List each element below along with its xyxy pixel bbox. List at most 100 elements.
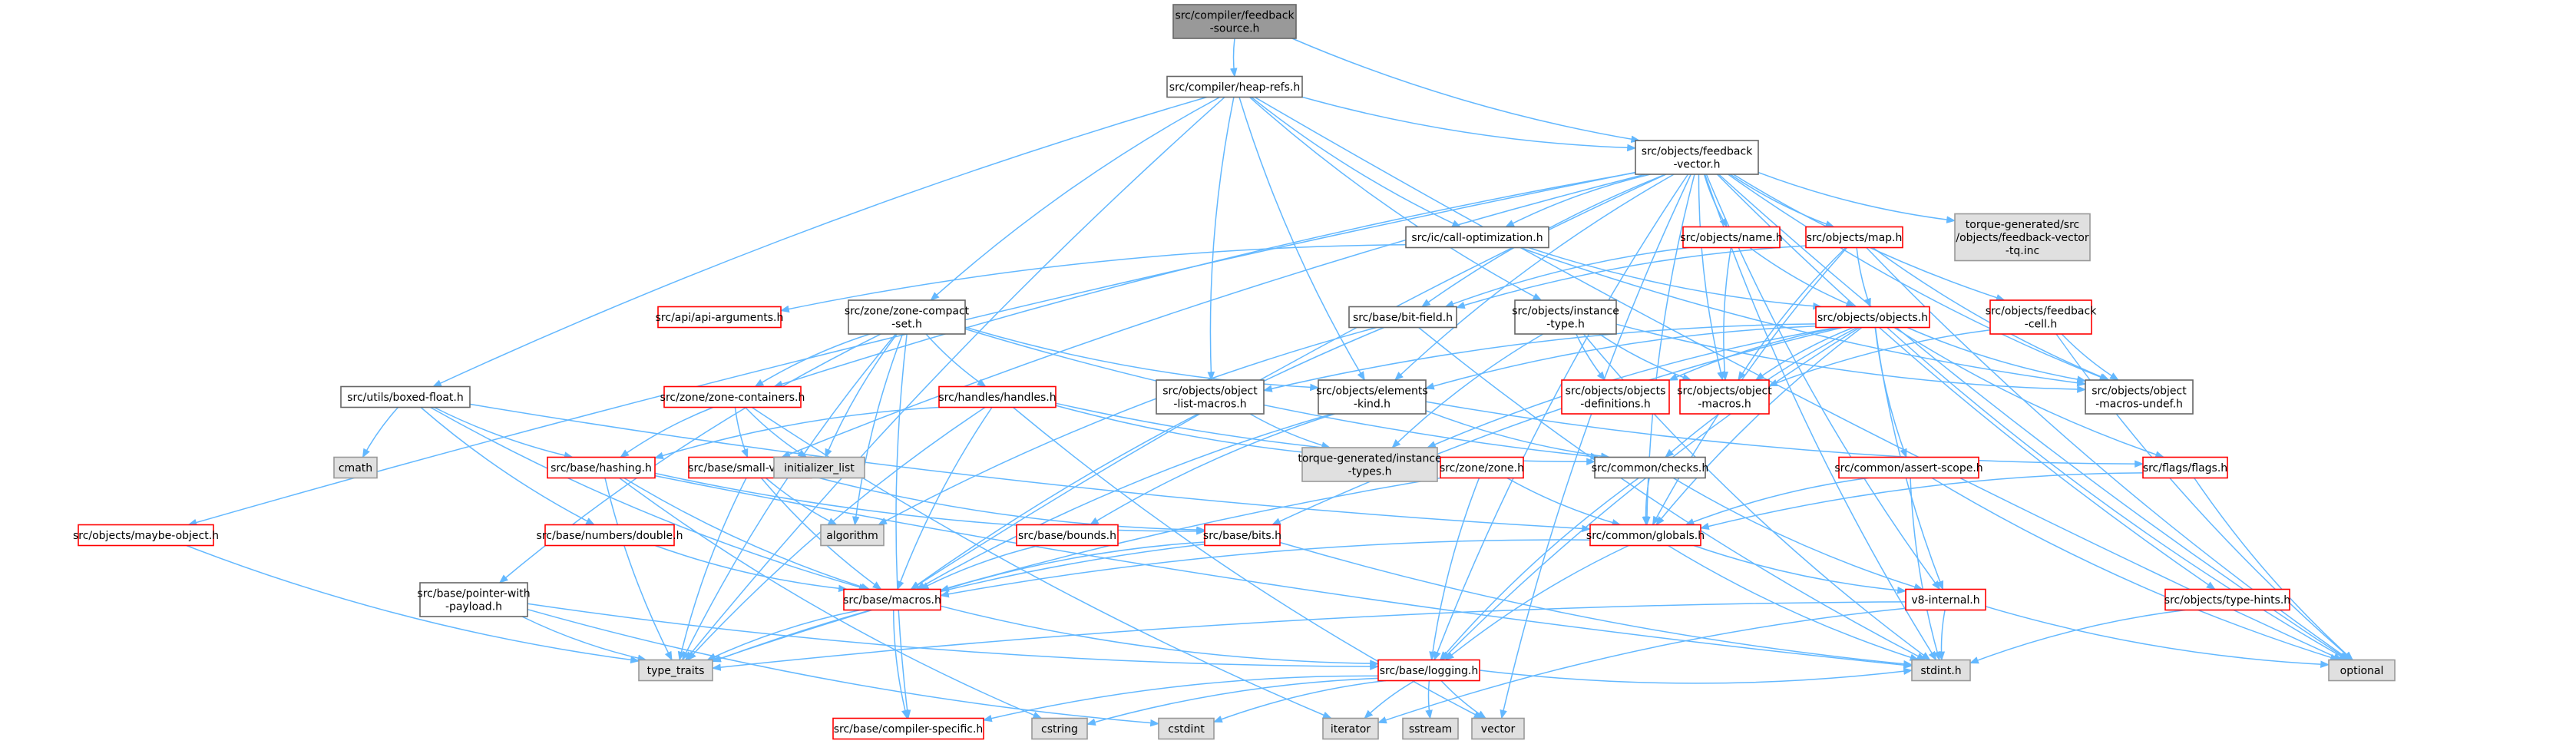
- node-fbcell[interactable]: src/objects/feedback-cell.h: [1986, 299, 2098, 335]
- node-label: initializer_list: [784, 462, 855, 475]
- edge-flags-to-globals: [1699, 472, 2144, 531]
- node-bounds[interactable]: src/base/bounds.h: [1016, 524, 1119, 547]
- node-sstream: sstream: [1402, 717, 1459, 740]
- node-heaprefs[interactable]: src/compiler/heap-refs.h: [1166, 75, 1303, 98]
- edge-assertscope-to-stdint: [1910, 478, 1941, 661]
- node-hashing[interactable]: src/base/hashing.h: [547, 456, 656, 479]
- node-label: src/zone/zone.h: [1440, 462, 1524, 475]
- edge-calloptim-to-apiargs: [779, 244, 1407, 313]
- node-zonecompact[interactable]: src/zone/zone-compact-set.h: [845, 299, 970, 335]
- edge-heaprefs-to-zonecompact: [930, 96, 1221, 301]
- node-label: -set.h: [891, 318, 922, 330]
- node-logging[interactable]: src/base/logging.h: [1377, 659, 1480, 682]
- node-box: [848, 299, 966, 335]
- node-label: src/base/compiler-specific.h: [834, 723, 984, 736]
- node-label: src/flags/flags.h: [2143, 462, 2227, 475]
- node-typehints[interactable]: src/objects/type-hints.h: [2164, 588, 2290, 611]
- node-macros[interactable]: src/base/macros.h: [843, 588, 941, 611]
- node-elemkind[interactable]: src/objects/elements-kind.h: [1316, 379, 1428, 415]
- node-label: src/api/api-arguments.h: [656, 312, 784, 324]
- edge-macros-to-typetraits: [706, 609, 861, 661]
- edge-objname-to-objmacros: [1721, 247, 1732, 382]
- edge-objmap-to-objects: [1856, 247, 1871, 308]
- node-objdefs[interactable]: src/objects/objects-definitions.h: [1561, 379, 1670, 415]
- node-maybeobj[interactable]: src/objects/maybe-object.h: [73, 524, 219, 547]
- node-box: [657, 306, 782, 329]
- node-label: src/compiler/feedback: [1175, 9, 1295, 21]
- node-label: -type.h: [1546, 318, 1585, 330]
- edge-fbvector-to-elemkind: [1394, 174, 1675, 381]
- node-apiargs[interactable]: src/api/api-arguments.h: [656, 306, 784, 329]
- edge-fbvector-to-objmacundef: [1728, 174, 2109, 381]
- node-label: cstdint: [1168, 723, 1205, 736]
- node-label: src/base/macros.h: [843, 594, 941, 607]
- edge-handles-to-macros: [897, 407, 993, 590]
- node-iterator: iterator: [1322, 717, 1379, 740]
- edge-logging-to-vector: [1440, 680, 1487, 719]
- dependency-edges: [186, 38, 2354, 727]
- edge-objmap-to-objmacundef: [1872, 246, 2110, 381]
- node-label: -definitions.h: [1580, 398, 1651, 410]
- node-fbvector[interactable]: src/objects/feedback-vector.h: [1635, 140, 1759, 175]
- edge-zonecompact-to-checks: [964, 328, 1600, 461]
- node-label: src/objects/objects.h: [1817, 312, 1928, 324]
- node-box: [1301, 447, 1438, 482]
- node-label: -macros-undef.h: [2095, 398, 2183, 410]
- node-objmacundef[interactable]: src/objects/object-macros-undef.h: [2085, 379, 2194, 415]
- node-v8internal[interactable]: v8-internal.h: [1905, 588, 1986, 611]
- edge-fbvector-to-torquefb: [1758, 171, 1956, 223]
- node-label: src/common/assert-scope.h: [1834, 462, 1982, 475]
- node-insttype[interactable]: src/objects/instance-type.h: [1512, 299, 1619, 335]
- node-label: src/objects/feedback: [1642, 145, 1754, 157]
- node-compspec[interactable]: src/base/compiler-specific.h: [832, 717, 984, 740]
- edge-root-to-fbvector: [1291, 38, 1641, 143]
- node-label: src/objects/object: [2092, 385, 2187, 397]
- node-cmath: cmath: [333, 456, 378, 479]
- node-box: [1589, 524, 1701, 547]
- node-box: [1322, 717, 1379, 740]
- node-box: [1471, 717, 1525, 740]
- node-root[interactable]: src/compiler/feedback-source.h: [1172, 4, 1297, 39]
- node-objname[interactable]: src/objects/name.h: [1680, 226, 1783, 249]
- node-label: -kind.h: [1354, 398, 1391, 410]
- node-label: src/objects/object: [1162, 385, 1258, 397]
- node-box: [2142, 456, 2228, 479]
- node-box: [1594, 456, 1706, 479]
- node-flags[interactable]: src/flags/flags.h: [2142, 456, 2228, 479]
- edge-objects-to-flags: [1893, 326, 2165, 458]
- node-handles[interactable]: src/handles/handles.h: [938, 385, 1057, 408]
- edge-smallvec-to-bits: [811, 475, 1206, 534]
- edge-logging-to-iterator: [1364, 680, 1416, 719]
- node-box: [2328, 659, 2396, 682]
- node-globals[interactable]: src/common/globals.h: [1586, 524, 1705, 547]
- node-objects[interactable]: src/objects/objects.h: [1815, 306, 1930, 329]
- node-objmap[interactable]: src/objects/map.h: [1805, 226, 1903, 249]
- node-calloptim[interactable]: src/ic/call-optimization.h: [1405, 226, 1549, 249]
- node-bits[interactable]: src/base/bits.h: [1203, 524, 1281, 547]
- node-double[interactable]: src/base/numbers/double.h: [537, 524, 683, 547]
- node-label: src/objects/name.h: [1680, 232, 1782, 244]
- node-label: src/base/bit-field.h: [1353, 312, 1453, 324]
- node-objmacros[interactable]: src/objects/object-macros.h: [1677, 379, 1772, 415]
- node-assertscope[interactable]: src/common/assert-scope.h: [1834, 456, 1983, 479]
- node-box: [843, 588, 941, 611]
- node-label: -source.h: [1210, 22, 1260, 35]
- edge-heaprefs-to-objlistmac: [1207, 97, 1235, 382]
- node-bitfield[interactable]: src/base/bit-field.h: [1348, 306, 1457, 329]
- edge-smallvec-to-macros: [760, 478, 882, 590]
- edge-elemkind-to-macros: [915, 413, 1333, 590]
- edge-ptrpayload-to-cstdint: [527, 608, 1160, 727]
- node-ptrpayload[interactable]: src/base/pointer-with-payload.h: [417, 582, 531, 617]
- node-checks[interactable]: src/common/checks.h: [1592, 456, 1708, 479]
- node-zonecont[interactable]: src/zone/zone-containers.h: [660, 385, 805, 408]
- node-label: sstream: [1409, 723, 1452, 736]
- edge-hashing-to-macros: [623, 477, 871, 590]
- node-objlistmac[interactable]: src/objects/object-list-macros.h: [1156, 379, 1265, 415]
- node-box: [78, 524, 214, 547]
- node-boxedfloat[interactable]: src/utils/boxed-float.h: [340, 385, 471, 408]
- edge-globals-to-macros: [939, 539, 1591, 598]
- node-label: src/objects/objects: [1566, 385, 1666, 397]
- node-label: src/objects/object: [1677, 385, 1772, 397]
- node-zoneh[interactable]: src/zone/zone.h: [1440, 456, 1524, 479]
- node-box: [1318, 379, 1427, 415]
